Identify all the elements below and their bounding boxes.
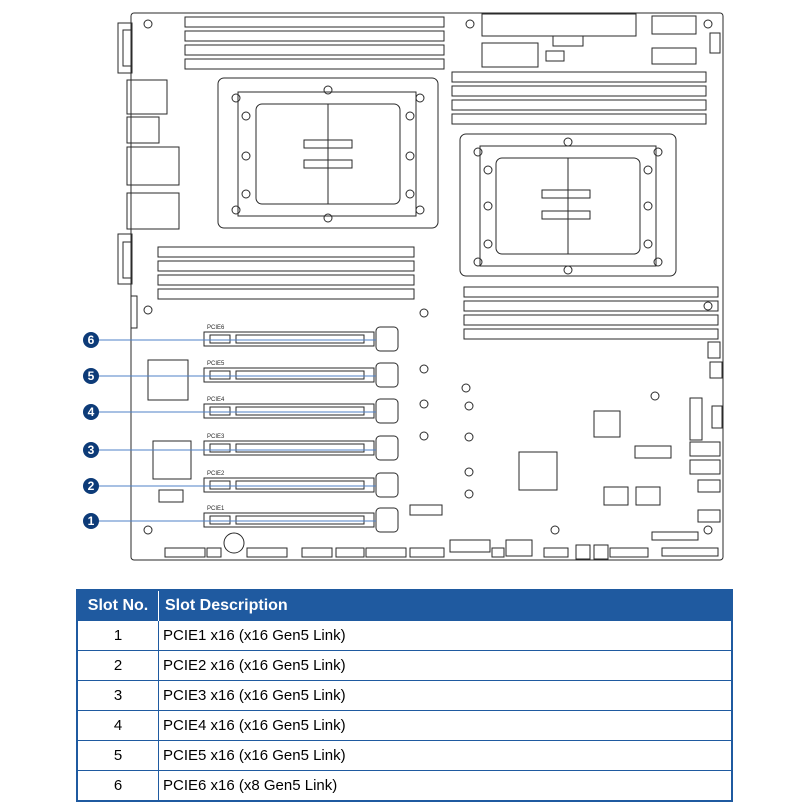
dimm-slots-cpu2-bottom <box>463 286 719 340</box>
table-row: 4 PCIE4 x16 (x16 Gen5 Link) <box>77 710 732 741</box>
bottom-edge-headers <box>164 532 649 560</box>
atx-power-connector <box>481 13 721 68</box>
slot-desc-cell: PCIE5 x16 (x16 Gen5 Link) <box>158 740 732 771</box>
pcie2-label: PCIE2 <box>207 471 225 477</box>
pcie6-label: PCIE6 <box>207 325 225 331</box>
pcie5-label: PCIE5 <box>207 361 225 367</box>
table-row: 1 PCIE1 x16 (x16 Gen5 Link) <box>77 620 732 651</box>
pcie-slot-3 <box>203 435 399 461</box>
slot-no-cell: 4 <box>77 710 159 741</box>
mounting-holes <box>143 19 713 535</box>
pcie-slot-4 <box>203 398 399 424</box>
table-row: 2 PCIE2 x16 (x16 Gen5 Link) <box>77 650 732 681</box>
slot-no-cell: 5 <box>77 740 159 771</box>
callout-6: 6 <box>83 332 99 348</box>
svg-text:2: 2 <box>88 479 95 493</box>
slot-desc-cell: PCIE1 x16 (x16 Gen5 Link) <box>158 620 732 651</box>
slot-desc-cell: PCIE3 x16 (x16 Gen5 Link) <box>158 680 732 711</box>
callout-5: 5 <box>83 368 99 384</box>
svg-text:1: 1 <box>88 514 95 528</box>
table-row: 3 PCIE3 x16 (x16 Gen5 Link) <box>77 680 732 711</box>
table-row: 5 PCIE5 x16 (x16 Gen5 Link) <box>77 740 732 771</box>
rear-io <box>117 22 180 329</box>
pcie-slot-2 <box>203 472 399 498</box>
dimm-slots-cpu1-top <box>184 16 445 70</box>
callout-3: 3 <box>83 442 99 458</box>
pcie3-label: PCIE3 <box>207 434 225 440</box>
pcie-slot-1 <box>203 507 399 533</box>
motherboard-diagram: PCIE6 PCIE5 PCIE4 PCIE3 PCIE2 PCIE1 6 5 … <box>83 12 724 561</box>
slot-no-cell: 6 <box>77 770 159 801</box>
svg-text:3: 3 <box>88 443 95 457</box>
slot-no-cell: 1 <box>77 620 159 651</box>
callout-2: 2 <box>83 478 99 494</box>
slot-desc-cell: PCIE6 x16 (x8 Gen5 Link) <box>158 770 732 801</box>
svg-text:4: 4 <box>88 405 95 419</box>
dimm-slots-cpu1-bottom <box>157 246 415 300</box>
slot-no-cell: 2 <box>77 650 159 681</box>
pcie4-label: PCIE4 <box>207 397 225 403</box>
svg-text:6: 6 <box>88 333 95 347</box>
callout-1: 1 <box>83 513 99 529</box>
table-row: 6 PCIE6 x16 (x8 Gen5 Link) <box>77 770 732 801</box>
slot-desc-cell: PCIE2 x16 (x16 Gen5 Link) <box>158 650 732 681</box>
chipset-blocks <box>147 359 672 516</box>
svg-text:5: 5 <box>88 369 95 383</box>
slot-no-cell: 3 <box>77 680 159 711</box>
pcie-slot-5 <box>203 362 399 388</box>
cpu1-socket <box>217 77 439 229</box>
dimm-slots-cpu2-top <box>451 71 707 125</box>
header-slot-no: Slot No. <box>77 590 159 621</box>
slot-desc-cell: PCIE4 x16 (x16 Gen5 Link) <box>158 710 732 741</box>
board-outline <box>130 12 724 561</box>
header-slot-desc: Slot Description <box>158 590 732 621</box>
right-edge-connectors <box>651 341 723 557</box>
callout-4: 4 <box>83 404 99 420</box>
pcie1-label: PCIE1 <box>207 506 225 512</box>
table-header-row: Slot No. Slot Description <box>77 590 732 621</box>
cpu2-socket <box>459 133 677 277</box>
pcie-slots <box>203 326 399 533</box>
pcie-slot-6 <box>203 326 399 352</box>
slot-table: Slot No. Slot Description 1 PCIE1 x16 (x… <box>76 589 733 802</box>
